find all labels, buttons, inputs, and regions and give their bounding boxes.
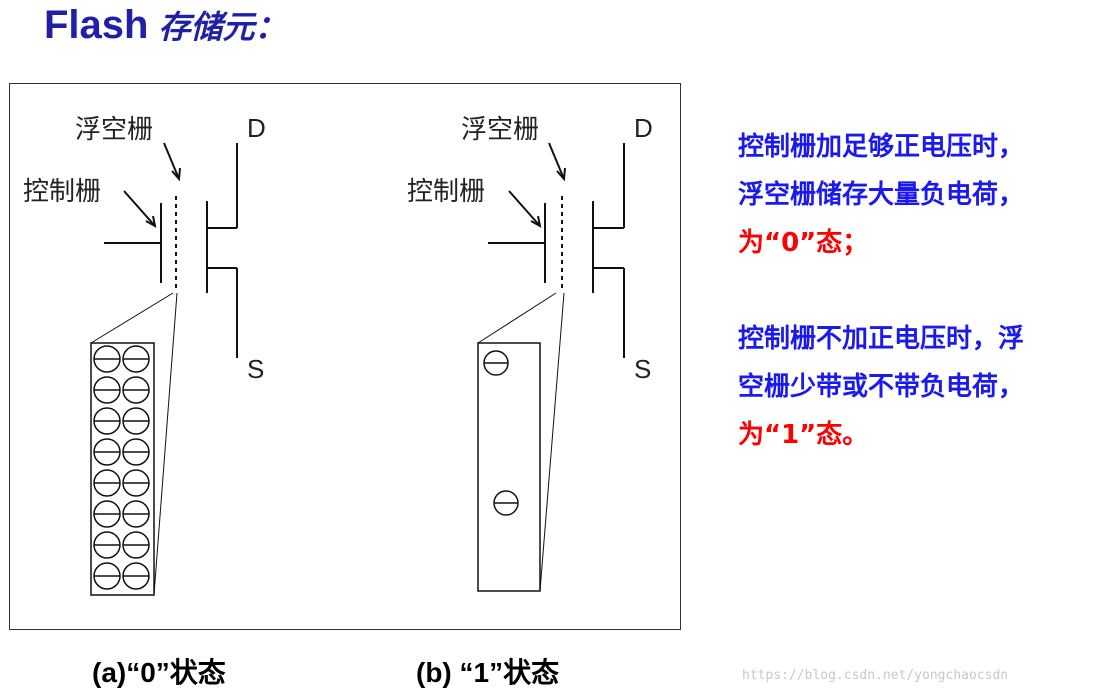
explanation-line: 浮空栅储存大量负电荷， <box>738 180 1025 210</box>
negative-charge-icon <box>93 500 121 528</box>
watermark-url: https://blog.csdn.net/yongchaocsdn <box>742 668 1009 683</box>
title-chinese: 存储元： <box>158 8 287 46</box>
title-english: Flash <box>44 3 149 47</box>
panel-b-control-gate-arrow <box>508 190 541 227</box>
negative-charge-icon <box>122 345 150 373</box>
negative-charge-icon <box>93 345 121 373</box>
negative-charge-icon <box>93 376 121 404</box>
panel-a-floating-gate-label: 浮空栅 <box>75 115 153 145</box>
explanation-line: 控制栅不加正电压时，浮 <box>738 324 1025 354</box>
explanation-conclusion: 为“0”态； <box>738 228 869 258</box>
panel-a-floating-gate-arrow <box>163 142 180 180</box>
panel-a-transistor: 浮空栅 控制栅 D S <box>23 113 266 596</box>
panel-b-floating-gate-arrow <box>548 142 565 180</box>
panel-b-transistor: 浮空栅 控制栅 D S <box>407 113 653 592</box>
panel-a-control-gate-arrow <box>123 190 156 227</box>
panel-b-charges <box>483 350 519 516</box>
negative-charge-icon <box>122 469 150 497</box>
flash-cell-figure: 浮空栅 控制栅 D S <box>9 83 681 630</box>
negative-charge-icon <box>122 376 150 404</box>
explanation-line: 空栅少带或不带负电荷， <box>738 372 1025 402</box>
panel-b-control-gate-label: 控制栅 <box>407 177 485 207</box>
explanation-state-1: 控制栅不加正电压时，浮 空栅少带或不带负电荷， 为“1”态。 <box>738 315 1094 459</box>
negative-charge-icon <box>93 531 121 559</box>
explanation-conclusion: 为“1”态。 <box>738 420 869 450</box>
panel-b-source-label: S <box>634 354 651 384</box>
panel-a-charges <box>93 345 150 590</box>
negative-charge-icon <box>93 407 121 435</box>
negative-charge-icon <box>493 490 519 516</box>
explanation-line: 控制栅加足够正电压时， <box>738 132 1025 162</box>
flash-cell-diagram: 浮空栅 控制栅 D S <box>9 83 681 630</box>
negative-charge-icon <box>122 531 150 559</box>
explanation-text: 控制栅加足够正电压时， 浮空栅储存大量负电荷， 为“0”态； 控制栅不加正电压时… <box>738 123 1094 507</box>
caption-state-1: (b) “1”状态 <box>416 657 560 688</box>
negative-charge-icon <box>122 562 150 590</box>
explanation-state-0: 控制栅加足够正电压时， 浮空栅储存大量负电荷， 为“0”态； <box>738 123 1094 267</box>
negative-charge-icon <box>122 500 150 528</box>
negative-charge-icon <box>483 350 509 376</box>
panel-b-drain-label: D <box>634 113 653 143</box>
panel-b-floating-gate-label: 浮空栅 <box>461 115 539 145</box>
caption-state-0: (a)“0”状态 <box>92 657 226 688</box>
negative-charge-icon <box>93 469 121 497</box>
negative-charge-icon <box>93 562 121 590</box>
panel-b-floating-gate-zoom <box>477 342 541 592</box>
panel-a-drain-label: D <box>247 113 266 143</box>
negative-charge-icon <box>122 438 150 466</box>
negative-charge-icon <box>122 407 150 435</box>
negative-charge-icon <box>93 438 121 466</box>
panel-a-control-gate-label: 控制栅 <box>23 177 101 207</box>
panel-a-source-label: S <box>247 354 264 384</box>
